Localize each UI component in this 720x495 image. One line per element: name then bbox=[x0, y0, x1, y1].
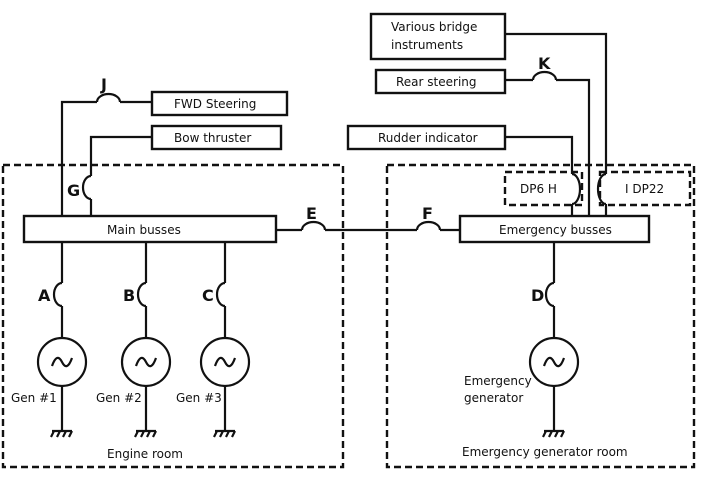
dp6h-breaker bbox=[571, 172, 582, 206]
breaker-f-label: F bbox=[422, 204, 433, 223]
breaker-d-label: D bbox=[531, 286, 544, 305]
various-bridge-instruments-box bbox=[369, 12, 507, 61]
ac-sine-icon bbox=[50, 356, 74, 368]
emergency-generator-symbol bbox=[528, 336, 580, 388]
fwd-steering-wire bbox=[60, 100, 152, 216]
dp22-breaker bbox=[596, 172, 607, 206]
dp22-label: I DP22 bbox=[625, 182, 664, 196]
breaker-a bbox=[52, 281, 63, 308]
ac-sine-icon bbox=[542, 356, 566, 368]
breaker-j-label: J bbox=[100, 75, 107, 94]
generator-2-symbol bbox=[120, 336, 172, 388]
emergency-room-boundary bbox=[385, 163, 696, 469]
rear-steering-box bbox=[374, 68, 507, 95]
generator-1-symbol bbox=[36, 336, 88, 388]
ac-sine-icon bbox=[213, 356, 237, 368]
ground-icon bbox=[213, 429, 236, 438]
bow-thruster-label: Bow thruster bbox=[174, 131, 251, 145]
rudder-indicator-wire bbox=[505, 135, 574, 216]
emergency-gen-leg bbox=[528, 242, 580, 438]
engine-room-label: Engine room bbox=[107, 447, 183, 461]
breaker-d bbox=[544, 281, 555, 308]
rear-steering-wire bbox=[505, 78, 591, 216]
breaker-e bbox=[300, 220, 327, 231]
breaker-j bbox=[95, 92, 122, 103]
various-bridge-label-2: instruments bbox=[391, 38, 463, 52]
emergency-gen-label-1: Emergency bbox=[464, 374, 532, 388]
gen2-leg bbox=[120, 242, 172, 438]
breaker-c bbox=[215, 281, 226, 308]
various-bridge-label-1: Various bridge bbox=[391, 20, 477, 34]
ground-icon bbox=[542, 429, 565, 438]
emergency-busses bbox=[458, 214, 651, 244]
gen3-leg bbox=[199, 242, 251, 438]
gen1-leg bbox=[36, 242, 88, 438]
bridge-instruments-wire bbox=[505, 32, 608, 216]
gen3-label: Gen #3 bbox=[176, 391, 222, 405]
bow-thruster-wire bbox=[89, 135, 152, 216]
dp6h-panel bbox=[503, 170, 584, 207]
breaker-g bbox=[81, 174, 92, 201]
fwd-steering-label: FWD Steering bbox=[174, 97, 256, 111]
breaker-c-label: C bbox=[202, 286, 214, 305]
breaker-g-label: G bbox=[67, 181, 80, 200]
dp22-panel bbox=[598, 170, 692, 207]
emergency-busses-label: Emergency busses bbox=[499, 223, 612, 237]
dp6h-label: DP6 H bbox=[520, 182, 557, 196]
gen1-label: Gen #1 bbox=[11, 391, 57, 405]
main-busses-label: Main busses bbox=[107, 223, 181, 237]
breaker-k bbox=[531, 70, 558, 81]
ground-icon bbox=[134, 429, 157, 438]
emergency-room-label: Emergency generator room bbox=[462, 445, 628, 459]
generator-3-symbol bbox=[199, 336, 251, 388]
breaker-b bbox=[136, 281, 147, 308]
breaker-e-label: E bbox=[306, 204, 317, 223]
breaker-b-label: B bbox=[123, 286, 135, 305]
rudder-indicator-label: Rudder indicator bbox=[378, 131, 478, 145]
fwd-steering-box bbox=[150, 90, 289, 117]
rear-steering-label: Rear steering bbox=[396, 75, 477, 89]
breaker-f bbox=[415, 220, 442, 231]
ac-sine-icon bbox=[134, 356, 158, 368]
engine-room-boundary bbox=[1, 163, 345, 469]
breaker-a-label: A bbox=[38, 286, 51, 305]
gen2-label: Gen #2 bbox=[96, 391, 142, 405]
ground-icon bbox=[50, 429, 73, 438]
emergency-gen-label-2: generator bbox=[464, 391, 523, 405]
breaker-k-label: K bbox=[538, 54, 551, 73]
